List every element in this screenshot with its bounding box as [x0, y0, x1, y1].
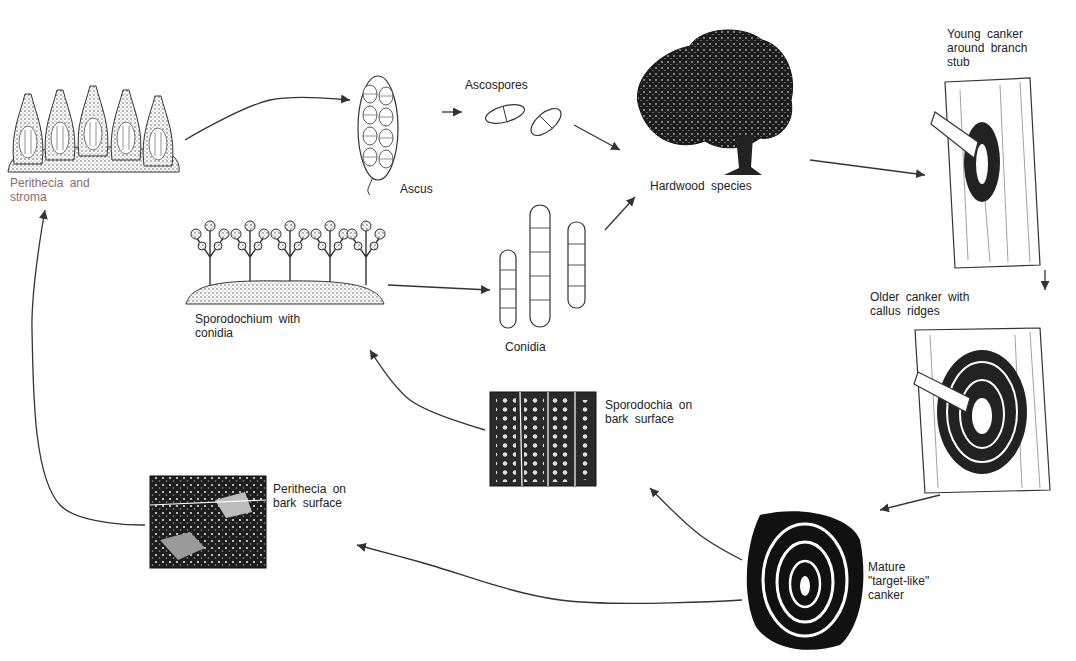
ascospores-drawing [526, 104, 565, 141]
stage-label: Sporodochium with conidia [195, 312, 320, 340]
life-cycle-arrow [185, 97, 350, 140]
life-cycle-arrow [370, 350, 485, 430]
life-cycle-stage: Older canker with callus ridges [865, 290, 1055, 495]
sporodochium-drawing [347, 221, 385, 285]
mature-canker-drawing [747, 511, 864, 650]
ascus-drawing [363, 94, 393, 159]
perithecia-bark-drawing [215, 492, 252, 518]
sporodochia-bark-drawing [524, 398, 544, 482]
ascospores-drawing [484, 101, 527, 127]
life-cycle-arrow [357, 545, 742, 603]
tree-drawing [637, 30, 792, 175]
young-canker-drawing [931, 78, 1040, 268]
life-cycle-arrow [810, 160, 925, 175]
stage-label: Older canker with callus ridges [870, 290, 1000, 318]
sporodochia-bark-drawing [490, 392, 596, 486]
mature-canker-drawing [800, 576, 810, 596]
sporodochium-drawing [186, 221, 385, 304]
sporodochium-drawing [311, 221, 349, 285]
perithecia-bark-drawing [150, 476, 266, 568]
sporodochia-bark-drawing [552, 394, 572, 482]
perithecia-bark-drawing [160, 532, 205, 560]
stage-label: Sporodochia on bark surface [605, 398, 700, 426]
life-cycle-stage: Ascus [350, 72, 442, 200]
sporodochia-bark-drawing [490, 392, 596, 486]
sporodochia-bark-drawing [496, 396, 516, 482]
ascus-drawing [358, 76, 398, 180]
conidia-drawing [530, 205, 550, 327]
life-cycle-stage: Mature "target-like" canker [742, 510, 952, 656]
young-canker-drawing [976, 144, 988, 184]
life-cycle-stage: Sporodochium with conidia [183, 218, 388, 350]
life-cycle-stage: Perithecia on bark surface [145, 472, 357, 572]
life-cycle-arrow [650, 488, 742, 560]
perithecia-stroma-drawing [13, 94, 43, 164]
ascus-drawing [358, 76, 398, 195]
ascus-drawing [368, 179, 372, 195]
conidia-drawing [500, 205, 585, 328]
sporodochium-drawing [186, 281, 384, 304]
older-canker-drawing [960, 380, 1004, 448]
stage-label: Conidia [505, 340, 585, 354]
mature-canker-drawing [763, 524, 847, 636]
sporodochia-bark-drawing [578, 400, 592, 480]
life-cycle-stage: Hardwood species [620, 25, 810, 197]
perithecia-stroma-drawing [143, 96, 173, 166]
older-canker-drawing [930, 332, 1040, 488]
young-canker-drawing [964, 122, 1000, 202]
young-canker-drawing [945, 78, 1040, 268]
life-cycle-arrow [442, 111, 462, 112]
stage-label: Perithecia on bark surface [273, 482, 355, 510]
life-cycle-arrow [388, 285, 490, 290]
sporodochium-drawing [191, 221, 229, 285]
sporodochia-bark-drawing [520, 392, 575, 486]
stage-label: Mature "target-like" canker [868, 560, 948, 602]
tree-drawing [637, 30, 792, 148]
life-cycle-stage: Ascospores [462, 76, 574, 138]
stage-label: Ascus [400, 182, 440, 196]
life-cycle-arrow [605, 197, 635, 230]
young-canker-drawing [931, 112, 978, 158]
mature-canker-drawing [790, 561, 820, 607]
sporodochium-drawing [231, 221, 269, 285]
ascospores-drawing [503, 106, 507, 122]
young-canker-drawing [960, 82, 1030, 262]
conidia-drawing [500, 228, 585, 308]
older-canker-drawing [914, 372, 970, 412]
mature-canker-drawing [777, 542, 833, 622]
ascospores-drawing [540, 116, 552, 128]
life-cycle-arrow [1044, 270, 1045, 290]
older-canker-drawing [937, 350, 1027, 474]
life-cycle-arrow [880, 495, 940, 510]
ascospores-drawing [484, 101, 566, 140]
tree-drawing [724, 136, 762, 175]
older-canker-drawing [972, 398, 992, 434]
perithecia-stroma-drawing [8, 86, 179, 172]
stage-label: Ascospores [465, 78, 565, 92]
life-cycle-stage: Young canker around branch stub [925, 25, 1073, 270]
life-cycle-stage: Perithecia and stroma [5, 82, 185, 210]
stage-label: Hardwood species [650, 179, 800, 193]
perithecia-stroma-drawing [78, 86, 108, 156]
mature-canker-drawing [747, 511, 864, 650]
older-canker-drawing [915, 328, 1050, 493]
life-cycle-arrow [32, 210, 145, 525]
perithecia-stroma-drawing [45, 90, 75, 160]
life-cycle-stage: Sporodochia on bark surface [485, 390, 702, 488]
older-canker-drawing [947, 362, 1017, 462]
life-cycle-stage: Conidia [490, 200, 605, 360]
perithecia-bark-drawing [150, 500, 266, 505]
perithecia-bark-drawing [150, 476, 266, 568]
perithecia-stroma-drawing [111, 90, 141, 160]
sporodochium-drawing [271, 221, 309, 285]
ascus-drawing [363, 85, 393, 168]
stage-label: Perithecia and stroma [10, 176, 122, 204]
stage-label: Young canker around branch stub [947, 27, 1042, 69]
life-cycle-arrow [574, 125, 620, 150]
older-canker-drawing [914, 328, 1050, 493]
